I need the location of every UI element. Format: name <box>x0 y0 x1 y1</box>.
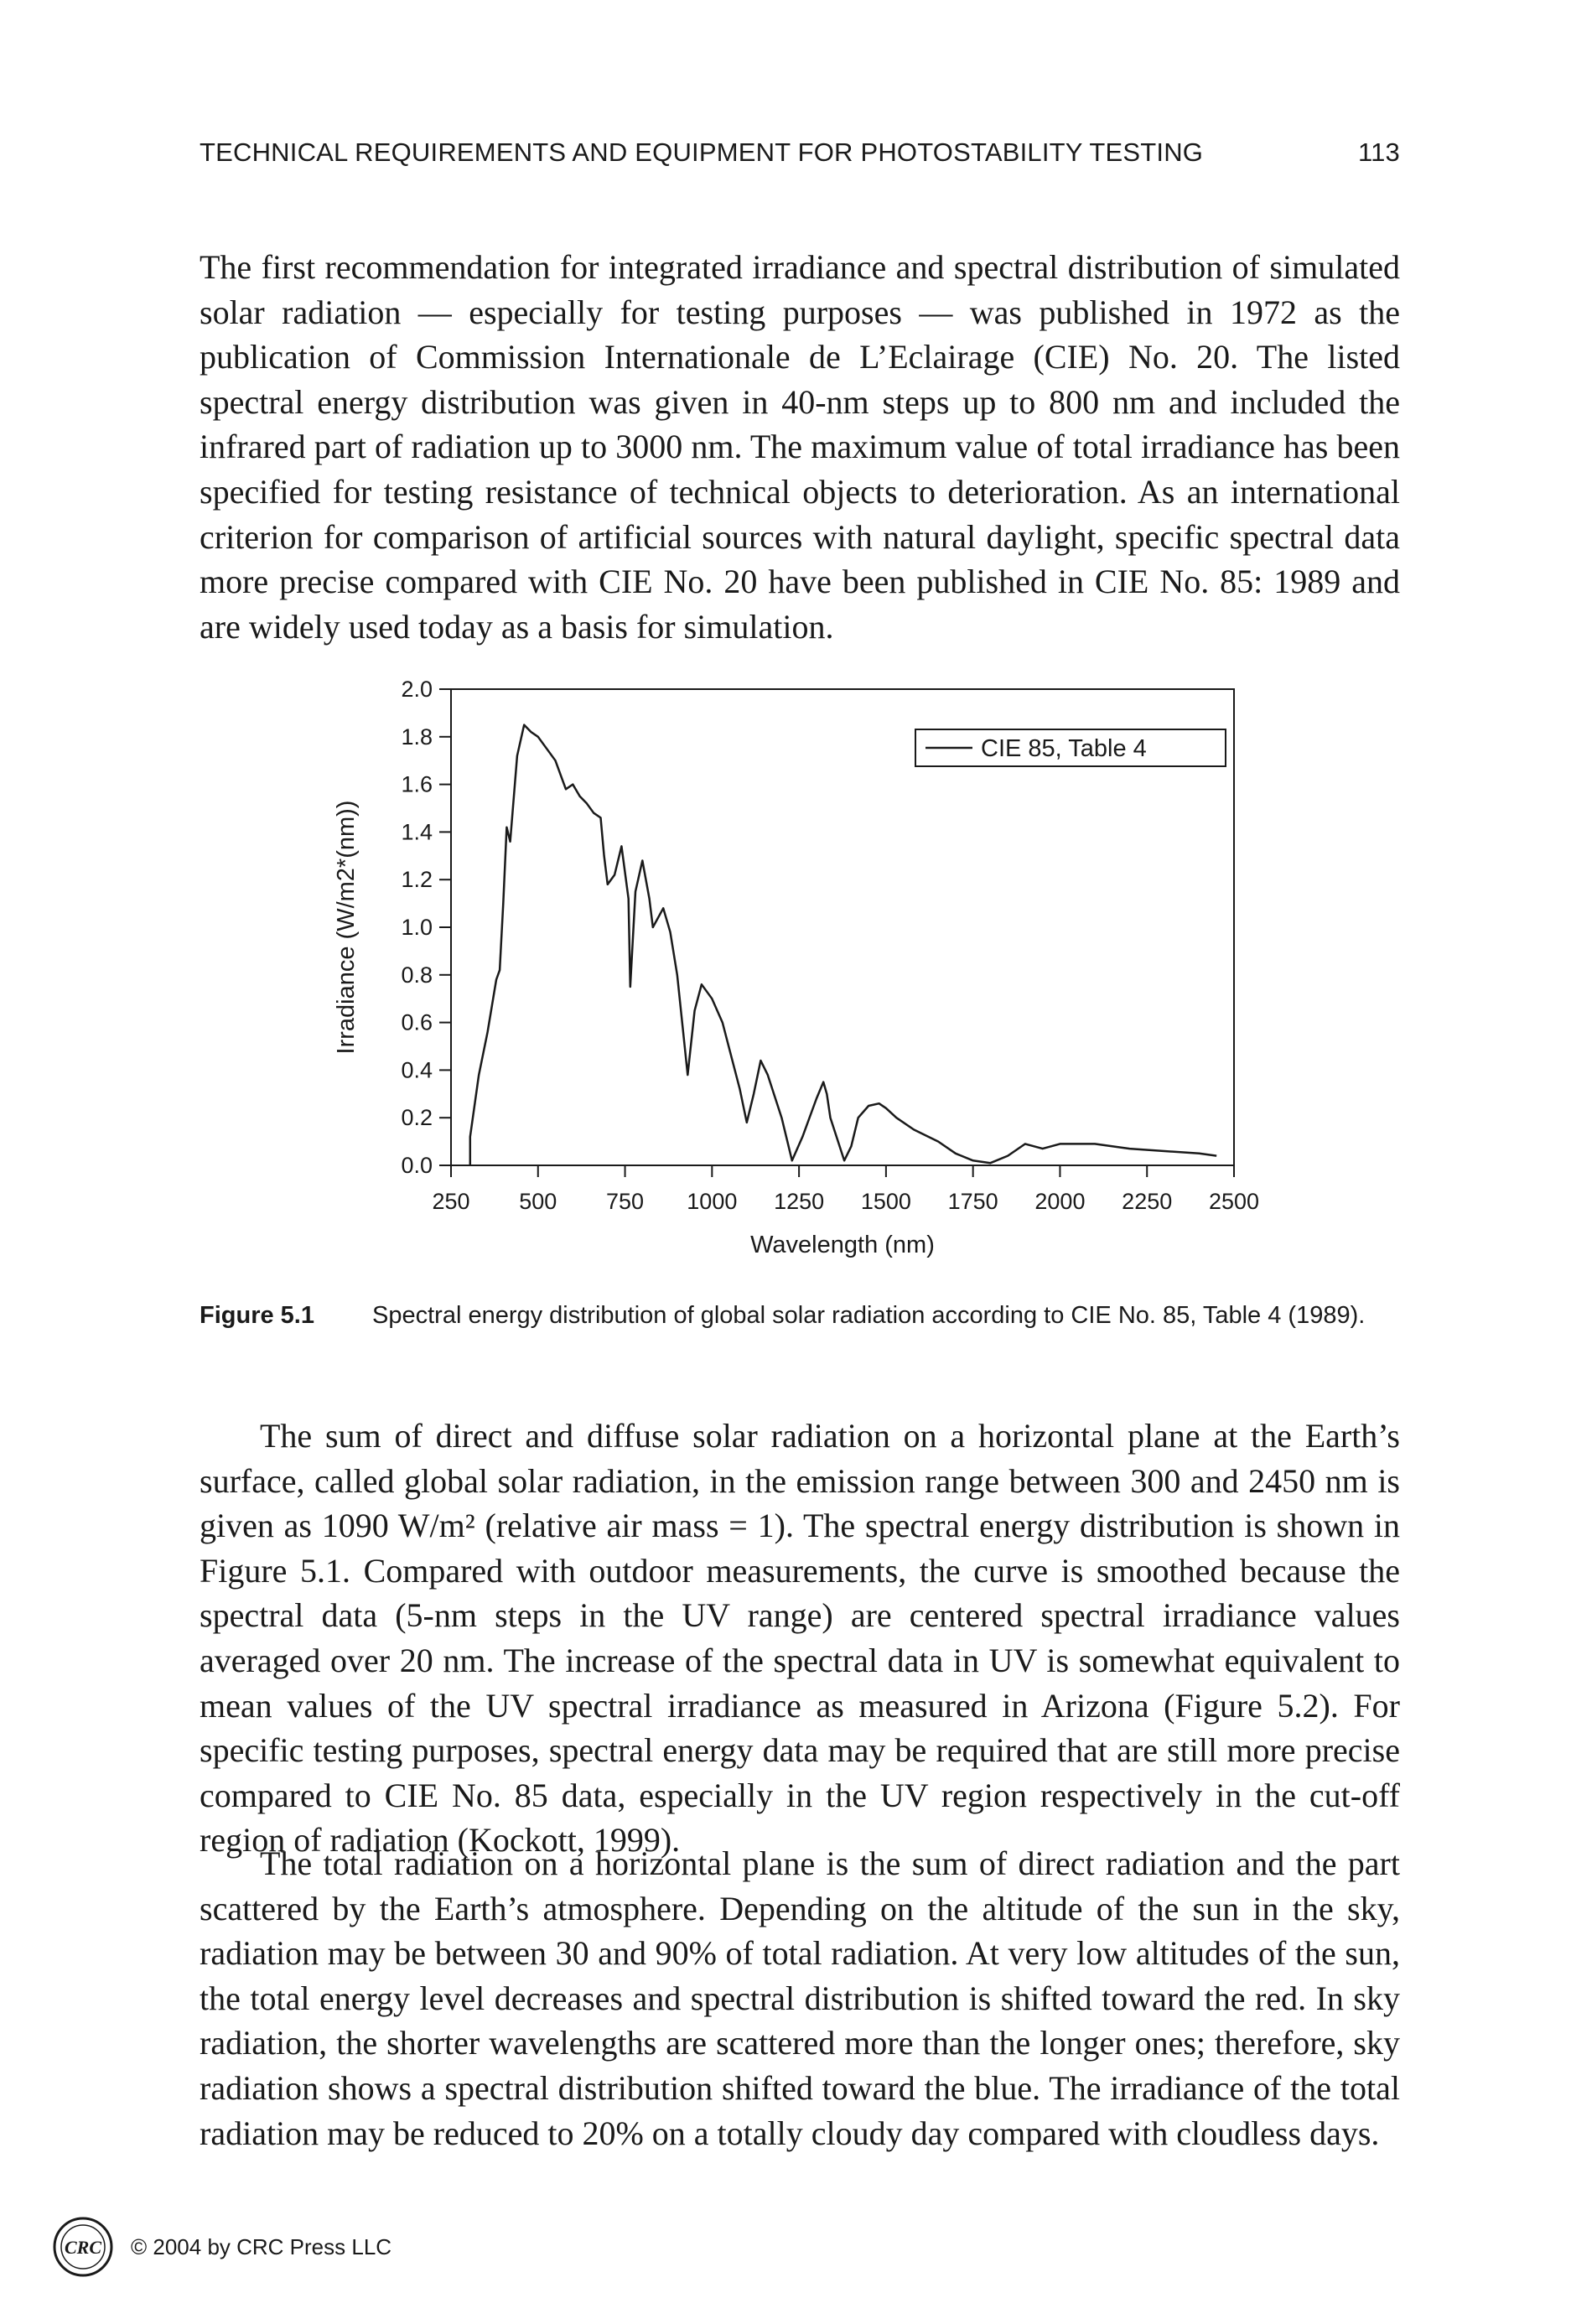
y-axis-ticks: 0.0 0.2 0.4 0.6 0.8 1.0 1.2 1.4 1.6 1.8 2.0 <box>401 677 451 1178</box>
x-tick-label: 1250 <box>774 1189 824 1214</box>
running-header-title: TECHNICAL REQUIREMENTS AND EQUIPMENT FOR… <box>200 137 1204 167</box>
x-tick-label: 1750 <box>948 1189 998 1214</box>
spectral-chart: 0.0 0.2 0.4 0.6 0.8 1.0 1.2 1.4 1.6 1.8 2.0 250 500… <box>333 677 1259 1258</box>
x-tick-label: 500 <box>519 1189 557 1214</box>
y-tick-label: 0.6 <box>401 1010 433 1035</box>
x-tick-label: 750 <box>606 1189 644 1214</box>
x-axis-ticks: 250 500 750 1000 1250 1500 1750 2000 2250 2500 <box>432 1165 1259 1214</box>
y-tick-label: 2.0 <box>401 677 433 702</box>
paragraph-1: The first recommendation for integrated … <box>200 248 1400 646</box>
x-tick-label: 1000 <box>687 1189 737 1214</box>
legend: CIE 85, Table 4 <box>915 729 1226 767</box>
page-number: 113 <box>1357 137 1400 167</box>
caption-label: Figure 5.1 <box>200 1302 314 1329</box>
legend-label: CIE 85, Table 4 <box>981 735 1147 762</box>
copyright-notice: © 2004 by CRC Press LLC <box>131 2233 392 2259</box>
y-tick-label: 0.0 <box>401 1153 433 1178</box>
paragraph-3: The total radiation on a horizontal plan… <box>200 1844 1400 2152</box>
crc-logo-icon: CRC <box>53 2217 113 2277</box>
figure-5-1: 0.0 0.2 0.4 0.6 0.8 1.0 1.2 1.4 1.6 1.8 2.0 250 500… <box>327 671 1291 1283</box>
x-tick-label: 1500 <box>861 1189 911 1214</box>
y-tick-label: 1.4 <box>401 819 433 844</box>
y-tick-label: 0.4 <box>401 1057 433 1082</box>
x-axis-label: Wavelength (nm) <box>750 1232 935 1258</box>
y-tick-label: 0.2 <box>401 1105 433 1130</box>
y-tick-label: 1.0 <box>401 915 433 940</box>
paragraph-2: The sum of direct and diffuse solar radi… <box>200 1417 1400 1860</box>
crc-logo-text: CRC <box>65 2237 101 2258</box>
x-tick-label: 2250 <box>1122 1189 1172 1214</box>
y-tick-label: 1.2 <box>401 867 433 892</box>
series-line-cie-85 <box>469 724 1217 1165</box>
figure-caption: Figure 5.1 Spectral energy distribution … <box>200 1301 1400 1330</box>
running-header: TECHNICAL REQUIREMENTS AND EQUIPMENT FOR… <box>200 137 1400 168</box>
y-tick-label: 0.8 <box>401 962 433 988</box>
plot-frame <box>450 688 1235 1166</box>
y-axis-label: Irradiance (W/m2*(nm)) <box>333 801 360 1055</box>
x-tick-label: 2000 <box>1034 1189 1085 1214</box>
y-tick-label: 1.6 <box>401 772 433 797</box>
x-tick-label: 2500 <box>1209 1189 1259 1214</box>
x-tick-label: 250 <box>432 1189 469 1214</box>
y-tick-label: 1.8 <box>401 724 433 750</box>
page-footer: CRC © 2004 by CRC Press LLC <box>50 2213 391 2280</box>
caption-text: Spectral energy distribution of global s… <box>372 1302 1366 1329</box>
